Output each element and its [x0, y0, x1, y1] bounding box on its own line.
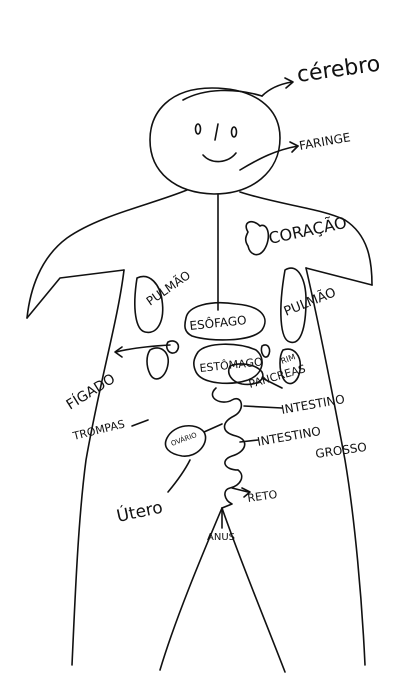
- label-pulmao-right: PULMÃO: [282, 284, 339, 319]
- label-utero: Útero: [114, 496, 164, 527]
- label-coracao: CORAÇÃO: [267, 213, 349, 248]
- label-reto: RETO: [247, 488, 279, 505]
- label-intestino-grosso-2: GROSSO: [314, 440, 367, 461]
- label-cerebro: cérebro: [295, 52, 381, 88]
- label-pulmao-left: PULMÃO: [143, 267, 193, 308]
- label-esofago: ESÔFAGO: [189, 312, 247, 333]
- label-trompas: TROMPAS: [71, 417, 127, 443]
- label-rim: RIM: [280, 352, 297, 366]
- label-intestino-delgado: INTESTINO: [280, 392, 346, 417]
- label-intestino-grosso-1: INTESTINO: [256, 424, 322, 449]
- label-estomago: ESTÔMAGO: [199, 355, 264, 375]
- label-anus: ANUS: [207, 532, 235, 543]
- label-ovario: OVÁRIO: [170, 430, 199, 448]
- label-figado: FÍGADO: [63, 370, 118, 413]
- label-faringe: FARINGE: [298, 130, 351, 153]
